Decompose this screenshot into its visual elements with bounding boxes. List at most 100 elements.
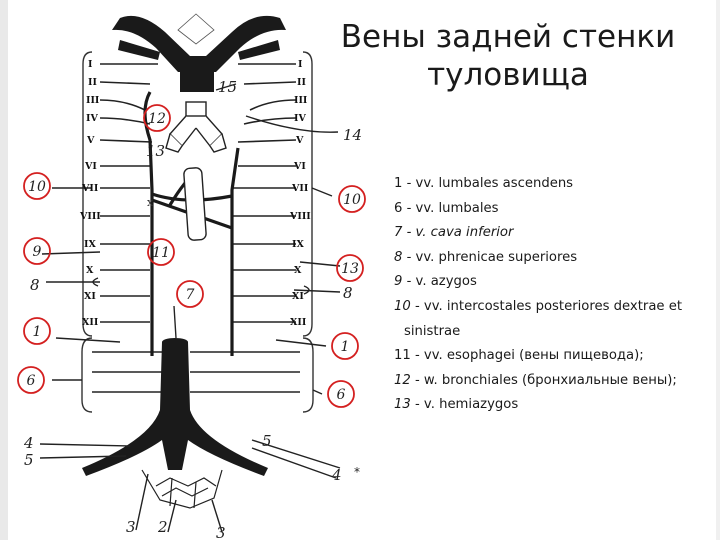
marker-circle [147, 238, 175, 266]
label-14: 14 [343, 126, 362, 144]
legend-item: 8 - vv. phrenicae superiores [394, 249, 578, 265]
label-3-left: 3 [126, 518, 136, 536]
label-8-left: 8 [30, 276, 40, 294]
vertebral-bracket-left [81, 51, 93, 413]
label-8-right: 8 [343, 284, 353, 302]
label-13: 13 [146, 142, 165, 160]
slide-title: Вены задней стенки туловища [318, 18, 698, 94]
rib-label-right: XII [290, 317, 307, 328]
marker-circle [23, 172, 51, 200]
esophagus [183, 167, 207, 241]
marker-m11: 11 [147, 238, 175, 266]
marker-m9: 9 [23, 237, 51, 265]
rib-label-right: IV [294, 113, 306, 124]
legend-item: 1 - vv. lumbales ascendens [394, 176, 574, 191]
label-4-right: 4 [331, 466, 342, 484]
rib-label-left: VIII [79, 211, 101, 222]
pelvic-plexus [141, 469, 223, 509]
rib-label-right: X [294, 265, 302, 276]
marker-m1r: 1 [331, 332, 359, 360]
marker-number: 9 [33, 244, 42, 260]
label-5-left: 5 [24, 451, 34, 469]
marker-number: 7 [186, 287, 195, 303]
asterisk-mark: * [354, 465, 360, 479]
marker-circle [338, 185, 366, 213]
marker-circle [331, 332, 359, 360]
marker-circle [336, 254, 364, 282]
marker-number: 1 [33, 324, 42, 340]
marker-number: 13 [341, 261, 359, 277]
marker-number: 12 [148, 111, 166, 127]
marker-m12: 12 [143, 104, 171, 132]
legend-item-continuation: sinistrae [404, 323, 461, 339]
rib-label-left: V [86, 135, 95, 146]
rib-label-left: XII [82, 317, 99, 328]
iliac-tributaries [39, 83, 341, 533]
roman-left-group: I II III IV V VI VII VIII IX X XI XII [79, 59, 101, 328]
title-line-1: Вены задней стенки [340, 19, 676, 55]
marker-m6l: 6 [17, 366, 45, 394]
rib-label-right: V [295, 135, 304, 146]
label-5-right: 5 [262, 432, 272, 450]
marker-circle [143, 104, 171, 132]
left-edge-shade [0, 0, 8, 540]
marker-m7: 7 [176, 280, 204, 308]
marker-m1l: 1 [23, 317, 51, 345]
legend-item: 12 - w. bronchiales (бронхиальные вены); [394, 372, 677, 388]
rib-label-left: VI [84, 161, 97, 172]
rib-label-right: VIII [289, 211, 311, 222]
marker-number: 6 [27, 373, 36, 389]
plain-number-labels: 15 14 13 8 8 4 5 5 4 3 2 3 [23, 78, 362, 540]
marker-number: 10 [28, 179, 46, 195]
legend-item: 9 - v. azygos [394, 274, 477, 290]
rib-label-right: XI [292, 291, 304, 302]
marker-m10r: 10 [338, 185, 366, 213]
marker-number: 10 [343, 192, 361, 208]
legend-item: 6 - vv. lumbales [394, 200, 499, 216]
rib-label-left: IV [86, 113, 98, 124]
rib-label-left: XI [84, 291, 96, 302]
legend-item: 10 - vv. intercostales posteriores dextr… [394, 298, 682, 314]
legend-item: 11 - vv. esophagei (вены пищевода); [394, 348, 644, 364]
vertebral-bracket-right [302, 51, 314, 413]
legend-item: 7 - v. cava inferior [394, 225, 514, 241]
inferior-vena-cava [82, 338, 268, 476]
legend-item: 13 - v. hemiazygos [394, 397, 519, 413]
right-edge-shade [716, 0, 720, 540]
marker-circle [327, 380, 355, 408]
rib-label-right: III [294, 95, 308, 106]
marker-circle [23, 317, 51, 345]
marker-number: 11 [152, 245, 170, 261]
intercostal-veins [92, 63, 300, 393]
rib-label-left: VII [81, 183, 99, 194]
rib-label-left: II [88, 77, 97, 88]
legend-list: 1 - vv. lumbales ascendens 6 - vv. lumba… [394, 172, 716, 418]
trachea-apex [177, 13, 215, 45]
label-2: 2 [157, 518, 168, 536]
label-15: 15 [218, 78, 237, 96]
brachiocephalic-veins [112, 15, 286, 92]
rib-label-left: X [86, 265, 94, 276]
label-4-left: 4 [23, 434, 34, 452]
rib-label-right: IX [292, 239, 304, 250]
rib-label-right: II [297, 77, 306, 88]
label-x: x [147, 196, 154, 209]
roman-right-group: I II III IV V VI VII VIII IX X XI XII [289, 59, 311, 328]
bronchi [165, 101, 227, 153]
rib-label-left: I [88, 59, 93, 70]
marker-circle [23, 237, 51, 265]
marker-number: 1 [341, 339, 350, 355]
marker-m13r: 13 [336, 254, 364, 282]
label-3-right: 3 [216, 524, 226, 540]
marker-m6r: 6 [327, 380, 355, 408]
rib-label-left: IX [84, 239, 96, 250]
title-line-2: туловища [427, 57, 589, 93]
rib-label-right: VI [293, 161, 306, 172]
rib-label-right: I [298, 59, 303, 70]
marker-m10l: 10 [23, 172, 51, 200]
marker-number: 6 [337, 387, 346, 403]
rib-label-left: III [86, 95, 100, 106]
rib-label-right: VII [291, 183, 309, 194]
